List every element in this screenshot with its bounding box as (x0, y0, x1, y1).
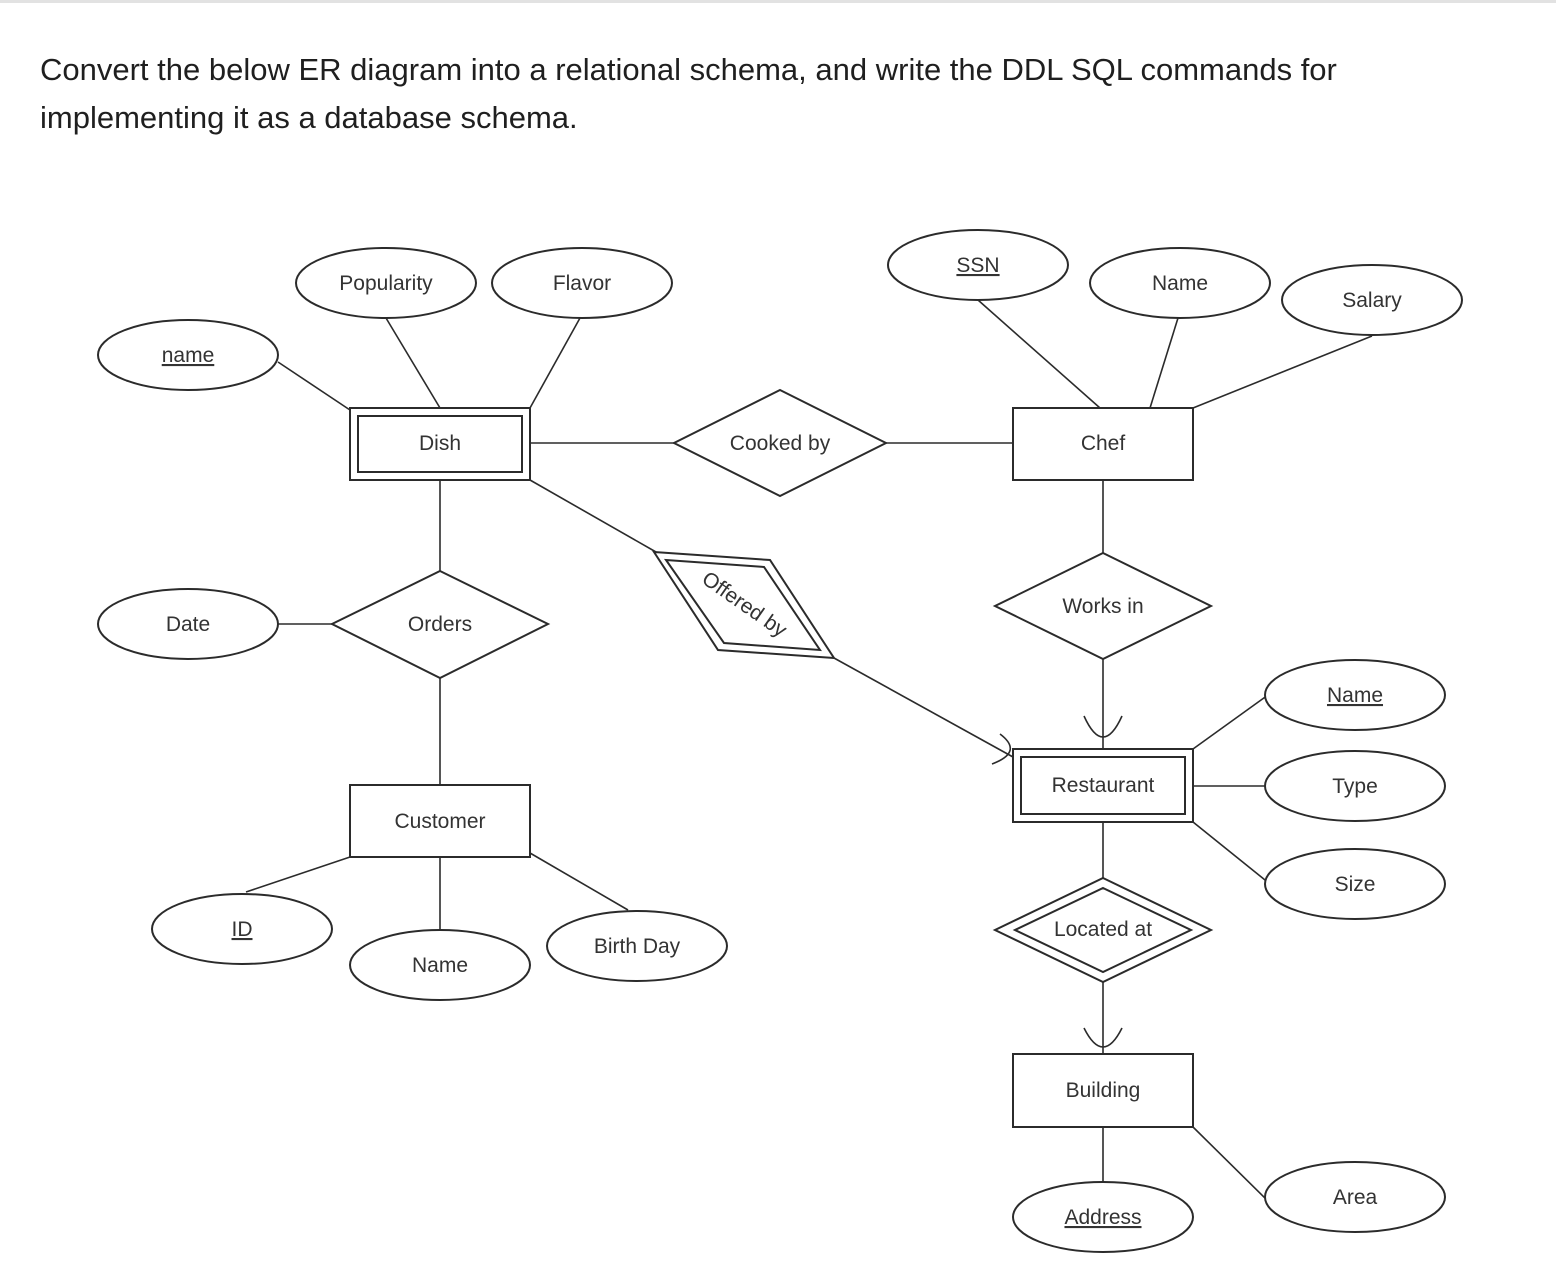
attribute-birth-day: Birth Day (546, 910, 728, 982)
entity-chef-label: Chef (1081, 432, 1126, 455)
attribute-address: Address (1012, 1181, 1194, 1253)
attribute-popularity: Popularity (295, 247, 477, 319)
line-chef-name (1149, 317, 1179, 409)
attribute-customer-name: Name (349, 929, 531, 1001)
attribute-chef-name: Name (1089, 247, 1271, 319)
relationship-orders-label: Orders (408, 613, 472, 636)
attribute-restaurant-name-label: Name (1327, 684, 1383, 707)
line-offeredby-restaurant (833, 657, 1014, 758)
relationship-works-in: Works in (992, 551, 1214, 661)
attribute-salary-label: Salary (1342, 289, 1402, 312)
relationship-offered-by: Offered by (652, 550, 836, 660)
attribute-ssn: SSN (887, 229, 1069, 301)
question-text: Convert the below ER diagram into a rela… (40, 52, 1337, 135)
line-dish-popularity (385, 317, 441, 409)
attribute-size-label: Size (1335, 873, 1376, 896)
top-divider (0, 0, 1556, 3)
arc-offeredby-restaurant (991, 733, 1011, 765)
line-dish-flavor (529, 317, 581, 409)
attribute-type: Type (1264, 750, 1446, 822)
attribute-chef-name-label: Name (1152, 272, 1208, 295)
attribute-type-label: Type (1332, 775, 1378, 798)
line-restaurant-size (1192, 821, 1271, 885)
attribute-order-date-label: Date (166, 613, 210, 636)
attribute-dish-name: name (97, 319, 279, 391)
attribute-order-date: Date (97, 588, 279, 660)
attribute-flavor: Flavor (491, 247, 673, 319)
line-chef-salary (1192, 335, 1373, 409)
line-chef-ssn (977, 299, 1101, 409)
attribute-ssn-label: SSN (956, 254, 999, 277)
entity-restaurant-label: Restaurant (1052, 774, 1155, 797)
relationship-works-in-label: Works in (1062, 595, 1143, 618)
attribute-flavor-label: Flavor (553, 272, 611, 295)
attribute-area: Area (1264, 1161, 1446, 1233)
attribute-area-label: Area (1333, 1186, 1378, 1209)
attribute-customer-id: ID (151, 893, 333, 965)
entity-dish-label: Dish (419, 432, 461, 455)
entity-building-label: Building (1066, 1079, 1141, 1102)
attribute-customer-id-label: ID (232, 918, 253, 941)
entity-chef: Chef (1012, 407, 1194, 481)
entity-building: Building (1012, 1053, 1194, 1128)
line-restaurant-name (1192, 694, 1269, 750)
relationship-located-at: Located at (992, 876, 1214, 984)
attribute-dish-name-label: name (162, 344, 215, 367)
entity-customer: Customer (349, 784, 531, 858)
entity-dish: Dish (349, 407, 531, 481)
line-dish-offeredby (529, 479, 657, 553)
connector-lines (245, 299, 1373, 1209)
line-customer-birthday (529, 852, 629, 911)
attribute-popularity-label: Popularity (339, 272, 433, 295)
relationship-cooked-by-label: Cooked by (730, 432, 831, 455)
attribute-customer-name-label: Name (412, 954, 468, 977)
arc-locatedat-building (1083, 1027, 1123, 1048)
line-customer-id (245, 856, 351, 893)
relationship-cooked-by: Cooked by (671, 388, 889, 498)
entity-customer-label: Customer (394, 810, 485, 833)
line-building-area (1192, 1126, 1276, 1209)
attribute-size: Size (1264, 848, 1446, 920)
relationship-orders: Orders (329, 569, 551, 680)
attribute-salary: Salary (1281, 264, 1463, 336)
entity-restaurant: Restaurant (1012, 748, 1194, 823)
attribute-address-label: Address (1064, 1206, 1141, 1229)
relationship-located-at-label: Located at (1054, 918, 1152, 941)
line-dish-name (277, 361, 351, 411)
arc-worksin-restaurant (1083, 715, 1123, 738)
attribute-restaurant-name: Name (1264, 659, 1446, 731)
attribute-birth-day-label: Birth Day (594, 935, 681, 958)
